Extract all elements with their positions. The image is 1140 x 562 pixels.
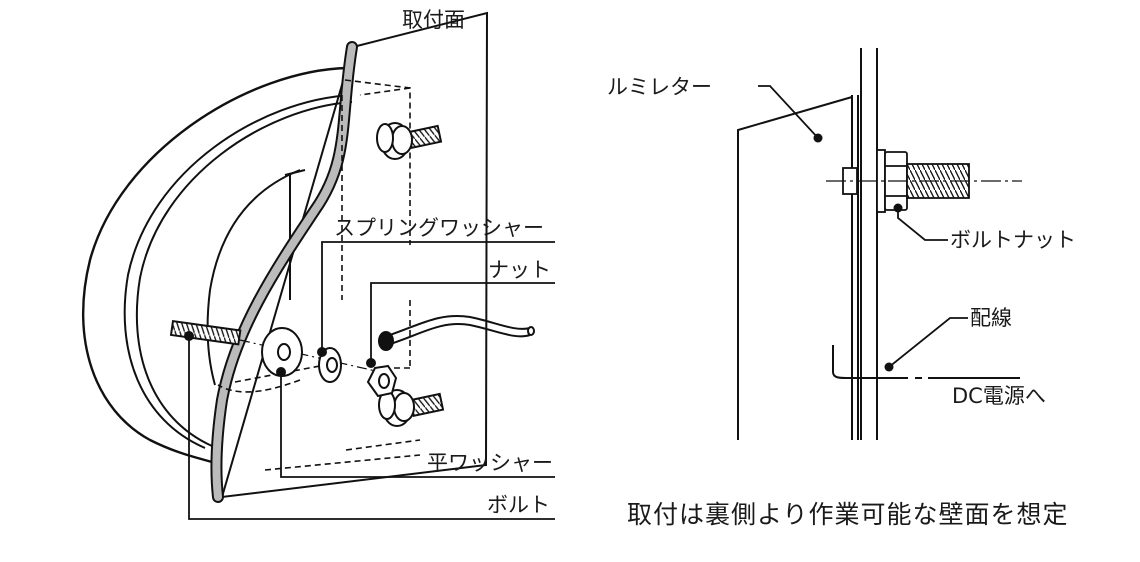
leader-lines-right	[758, 85, 968, 368]
spring-washer	[318, 347, 342, 383]
stud-bolt	[169, 319, 242, 346]
label-mount-surface: 取付面	[402, 8, 465, 32]
label-nut: ナット	[488, 258, 551, 282]
leader-lines-left	[188, 241, 555, 520]
lower-bolt-nut	[378, 389, 445, 427]
leader-dots-right	[813, 133, 903, 372]
sign-cavity-top	[284, 169, 306, 176]
leader-dots-left	[184, 331, 376, 377]
sign-cavity	[206, 169, 301, 386]
sign-shell-inner-2	[135, 101, 353, 447]
nut	[366, 364, 398, 398]
label-luminator: ルミレター	[607, 75, 712, 99]
upper-bolt-nut	[376, 122, 443, 160]
section-wire	[832, 345, 1020, 379]
label-bolt-nut: ボルトナット	[950, 228, 1076, 252]
label-spring-washer: スプリングワッシャー	[334, 216, 544, 240]
label-flat-washer: 平ワッシャー	[427, 451, 553, 475]
exploded-view	[82, 11, 555, 520]
cable	[378, 315, 535, 351]
sign-shell-inner-1	[123, 94, 353, 449]
label-dc-power: DC電源へ	[952, 384, 1046, 408]
caption: 取付は裏側より作業可能な壁面を想定	[627, 500, 1069, 529]
label-bolt: ボルト	[487, 493, 550, 517]
hidden-outline	[217, 79, 421, 471]
label-wiring: 配線	[970, 306, 1012, 330]
sign-shell-outer	[82, 66, 349, 467]
section-view	[737, 48, 1022, 440]
